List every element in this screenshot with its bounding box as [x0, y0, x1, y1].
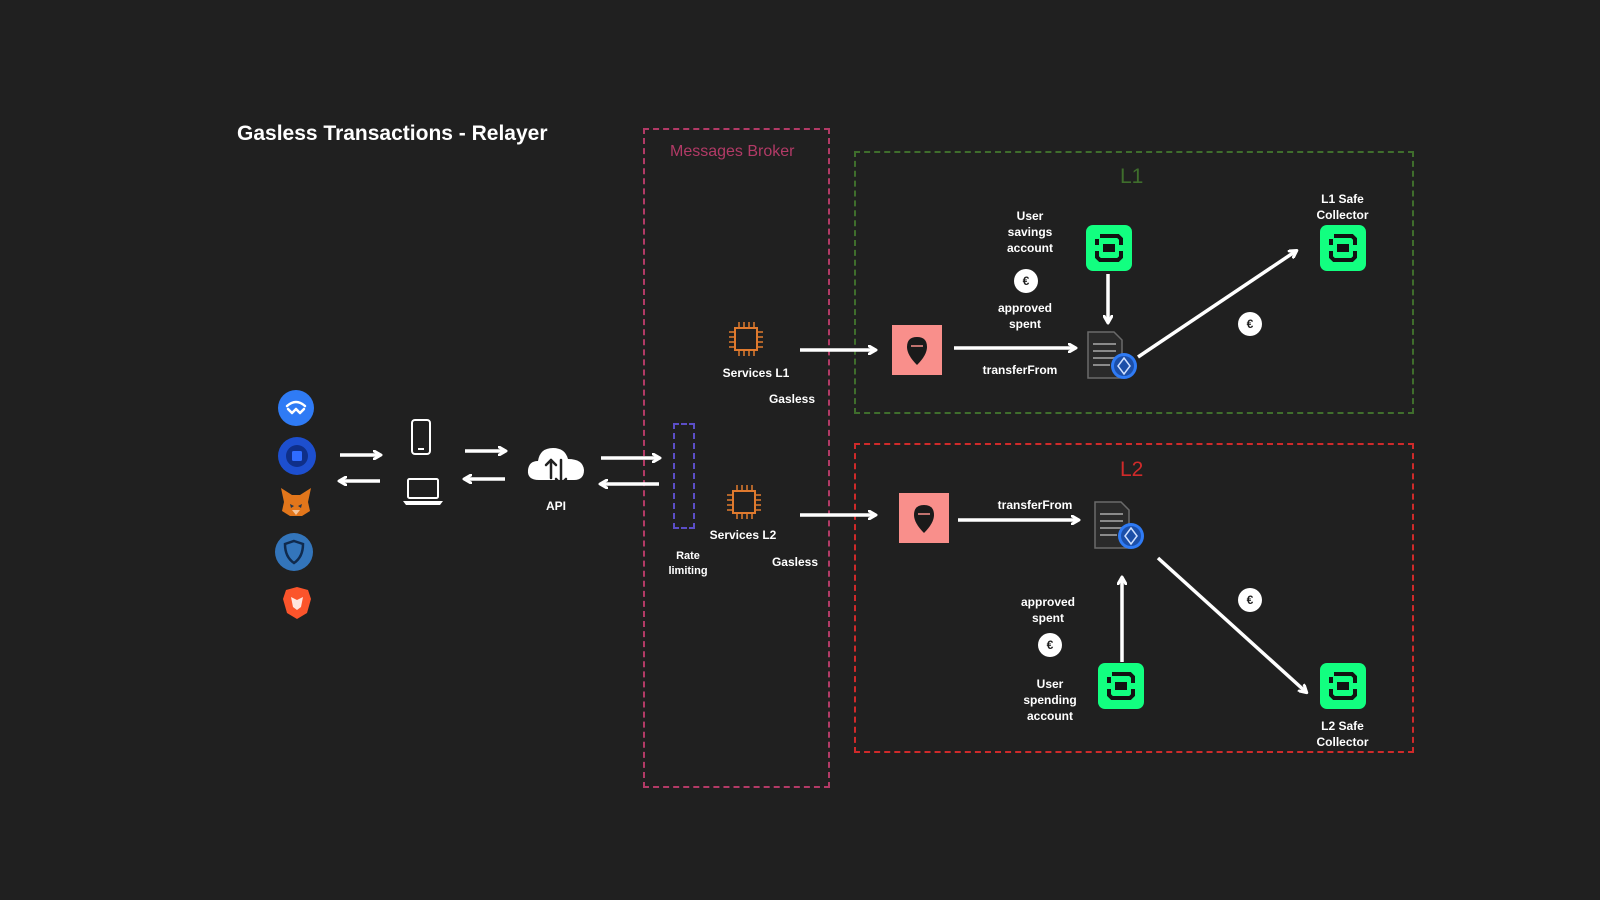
diagram-title: Gasless Transactions - Relayer: [237, 122, 548, 145]
euro-symbol: €: [1046, 638, 1054, 652]
brave-icon: [283, 587, 311, 619]
rate-limiting-box: [673, 423, 695, 529]
safe-icon-user-savings: [1086, 225, 1132, 271]
l1-box: [854, 151, 1414, 414]
services-l2-label: Services L2: [709, 528, 777, 542]
euro-coin-icon: [1038, 633, 1062, 657]
euro-coin-icon: [1238, 312, 1262, 336]
user-savings-account-label: User savings account: [1006, 209, 1053, 255]
safe-icon-l1-collector: [1320, 225, 1366, 271]
transfer-from-l1-label: transferFrom: [982, 363, 1058, 377]
arrow-contract-l1-to-collector: [1137, 251, 1296, 359]
laptop-icon: [403, 478, 443, 505]
l2-box: [854, 443, 1414, 753]
api-label: API: [545, 499, 566, 513]
l1-safe-collector-label: L1 Safe Collector: [1316, 192, 1369, 222]
approved-spent-l2-label: approved spent: [1020, 595, 1075, 625]
approved-spent-l1-label: approved spent: [997, 301, 1052, 331]
arrow-contract-l2-to-collector: [1156, 556, 1306, 692]
l2-label: L2: [1120, 458, 1144, 481]
l1-label: L1: [1120, 165, 1144, 188]
chip-icon-l2: [727, 485, 761, 519]
relayer-icon-l1: [892, 325, 942, 375]
gasless-l2-label: Gasless: [771, 555, 819, 569]
euro-coin-icon: [1014, 269, 1038, 293]
euro-symbol: €: [1246, 317, 1254, 331]
euro-symbol: €: [1022, 274, 1030, 288]
chip-icon-l1: [729, 322, 763, 356]
relayer-icon-l2: [899, 493, 949, 543]
cloud-upload-download-icon: [527, 448, 584, 486]
safe-icon-l2-collector: [1320, 663, 1366, 709]
euro-symbol: €: [1246, 593, 1254, 607]
trust-wallet-icon: [275, 533, 313, 571]
transfer-from-l2-label: transferFrom: [997, 498, 1073, 512]
walletconnect-icon: [278, 390, 314, 426]
smartphone-icon: [411, 419, 431, 455]
metamask-icon: [281, 488, 311, 516]
rate-limiting-label: Rate limiting: [668, 550, 708, 577]
ethereum-contract-icon-l1: [1087, 331, 1137, 379]
euro-coin-icon: [1238, 588, 1262, 612]
services-l1-label: Services L1: [722, 366, 790, 380]
messages-broker-label: Messages Broker: [670, 143, 795, 160]
coinbase-wallet-icon: [278, 437, 316, 475]
safe-icon-user-spending: [1098, 663, 1144, 709]
user-spending-account-label: User spending account: [1023, 677, 1077, 723]
l2-safe-collector-label: L2 Safe Collector: [1316, 719, 1369, 749]
ethereum-contract-icon-l2: [1094, 501, 1144, 549]
gasless-l1-label: Gasless: [768, 392, 816, 406]
